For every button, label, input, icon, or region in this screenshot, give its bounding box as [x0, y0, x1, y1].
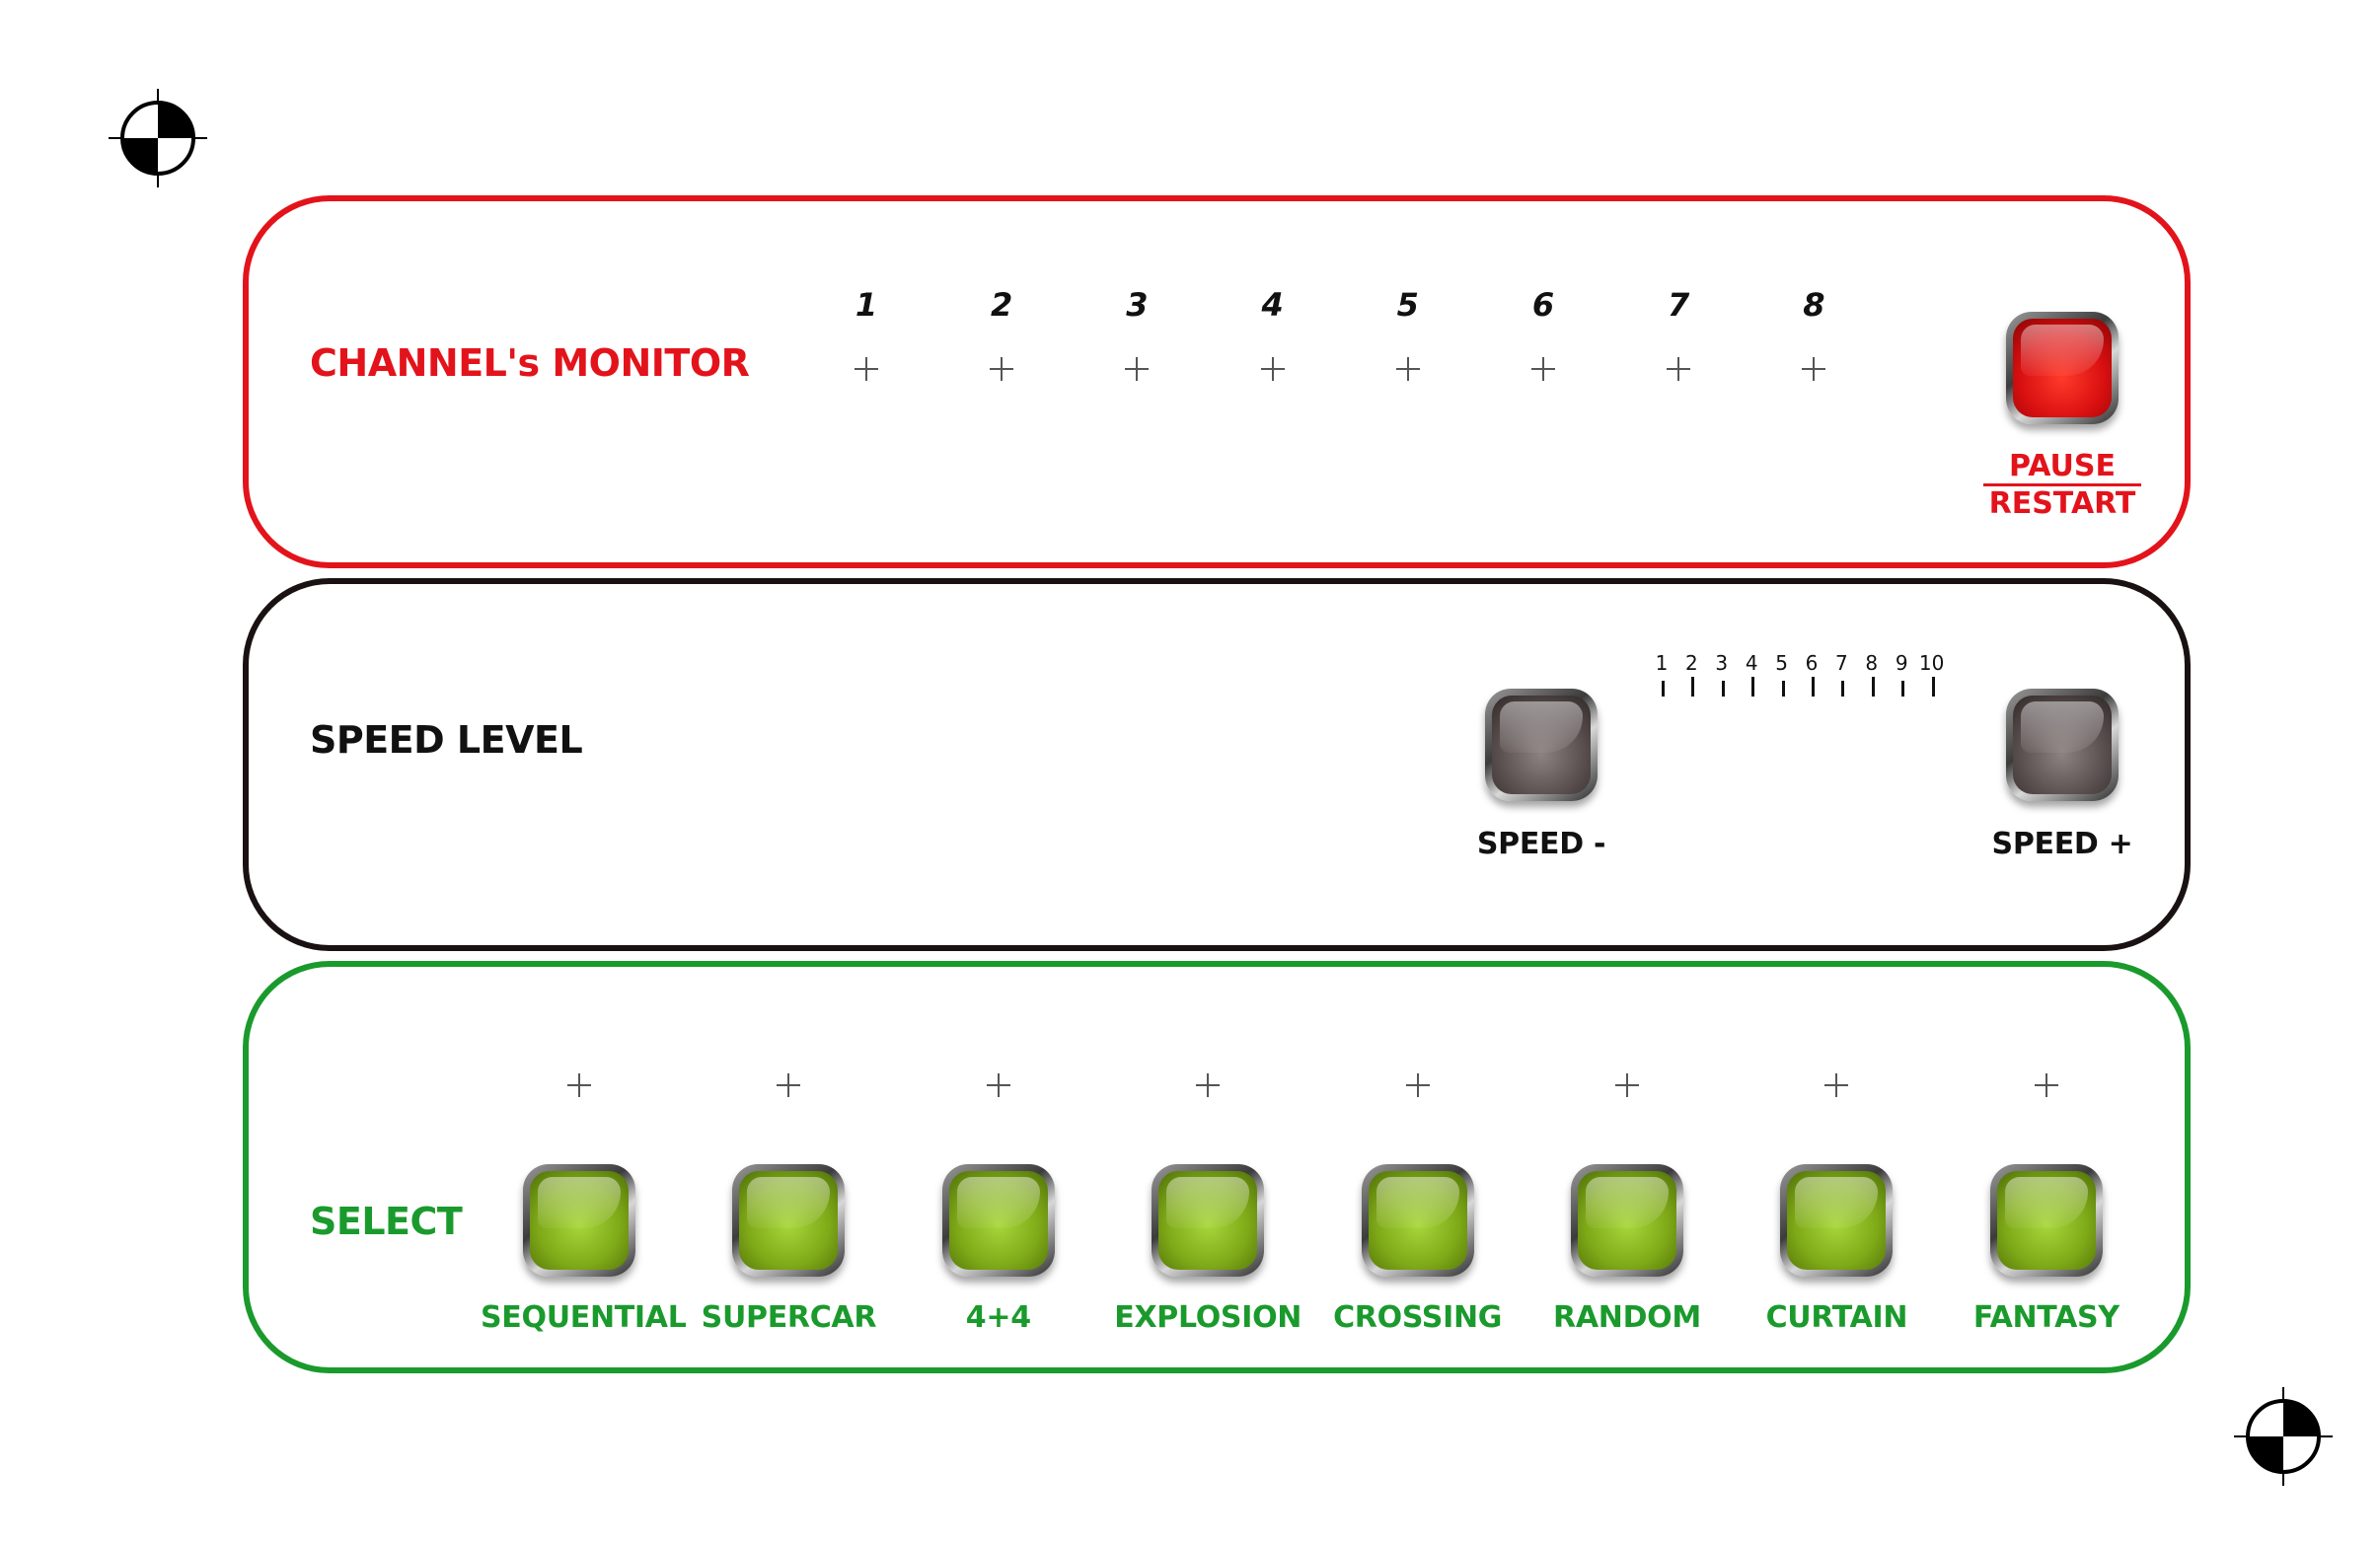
mode-button-supercar[interactable] [732, 1164, 846, 1277]
speed-level-panel [243, 578, 2191, 951]
channel-led-indicator-icon [1260, 357, 1285, 381]
speed-level-title: SPEED LEVEL [310, 718, 583, 762]
channel-led-indicator-icon [1802, 357, 1826, 381]
mode-label: SUPERCAR [701, 1300, 877, 1335]
channel-number-4: 4 [1261, 286, 1284, 324]
speed-scale-number: 7 [1835, 651, 1848, 675]
speed-scale-number: 2 [1685, 651, 1698, 675]
channel-number-1: 1 [855, 286, 878, 324]
channel-number-5: 5 [1396, 286, 1419, 324]
channel-led-indicator-icon [1125, 357, 1150, 381]
speed-scale-number: 8 [1865, 651, 1879, 675]
speed-scale-number: 6 [1805, 651, 1819, 675]
channel-led-indicator-icon [855, 357, 878, 381]
speed-scale-number: 10 [1918, 651, 1945, 675]
mode-led-indicator-icon [777, 1073, 801, 1097]
speed-scale-tick [1721, 681, 1725, 697]
speed-scale-number: 9 [1895, 651, 1908, 675]
mode-led-indicator-icon [1196, 1073, 1221, 1097]
channel-led-indicator-icon [1667, 357, 1691, 381]
mode-label: FANTASY [1972, 1300, 2120, 1335]
mode-led-indicator-icon [986, 1073, 1010, 1097]
speed-plus-label: SPEED + [1991, 827, 2133, 861]
mode-label: SEQUENTIAL [481, 1300, 687, 1335]
mode-label: CROSSING [1333, 1300, 1503, 1335]
channel-led-indicator-icon [1395, 357, 1420, 381]
mode-button-crossing[interactable] [1361, 1164, 1474, 1277]
mode-button-fantasy[interactable] [1989, 1164, 2103, 1277]
mode-label: EXPLOSION [1114, 1300, 1302, 1335]
mode-led-indicator-icon [1615, 1073, 1639, 1097]
speed-scale-tick [1662, 681, 1665, 697]
speed-minus-label: SPEED - [1476, 827, 1606, 861]
mode-button-4-4[interactable] [941, 1164, 1055, 1277]
speed-scale-number: 3 [1715, 651, 1729, 675]
registration-mark-bottom-right-icon [2234, 1387, 2333, 1486]
channel-monitor-title: CHANNEL's MONITOR [310, 341, 750, 385]
restart-label: RESTART [1988, 486, 2136, 521]
channel-number-8: 8 [1803, 286, 1825, 324]
select-title: SELECT [310, 1200, 463, 1243]
speed-scale-tick [1871, 677, 1875, 697]
channel-monitor-panel [243, 195, 2191, 568]
mode-button-sequential[interactable] [523, 1164, 635, 1277]
channel-number-2: 2 [991, 286, 1013, 324]
speed-scale-number: 1 [1655, 651, 1669, 675]
pause-label: PAUSE [1983, 450, 2141, 486]
pause-restart-label: PAUSE RESTART [1983, 450, 2141, 522]
speed-scale-number: 5 [1775, 651, 1788, 675]
channel-led-indicator-icon [1531, 357, 1555, 381]
speed-scale-tick [1691, 677, 1695, 697]
mode-led-indicator-icon [1405, 1073, 1430, 1097]
mode-button-explosion[interactable] [1152, 1164, 1265, 1277]
mode-led-indicator-icon [2034, 1073, 2058, 1097]
channel-led-indicator-icon [990, 357, 1014, 381]
speed-plus-button[interactable] [2006, 689, 2119, 801]
mode-button-random[interactable] [1571, 1164, 1683, 1277]
mode-label: CURTAIN [1765, 1300, 1908, 1335]
mode-label: RANDOM [1553, 1300, 1701, 1335]
select-panel [243, 961, 2191, 1373]
mode-label: 4+4 [965, 1300, 1031, 1335]
speed-scale-tick [1812, 677, 1815, 697]
speed-scale-number: 4 [1745, 651, 1758, 675]
speed-scale-tick [1901, 681, 1905, 697]
speed-scale-tick [1931, 677, 1935, 697]
speed-scale-tick [1751, 677, 1755, 697]
speed-minus-button[interactable] [1485, 689, 1598, 801]
speed-scale-tick [1781, 681, 1785, 697]
mode-led-indicator-icon [567, 1073, 591, 1097]
mode-button-curtain[interactable] [1780, 1164, 1894, 1277]
registration-mark-top-left-icon [109, 89, 207, 187]
speed-scale-tick [1841, 681, 1845, 697]
mode-led-indicator-icon [1824, 1073, 1849, 1097]
channel-number-7: 7 [1668, 286, 1690, 324]
pause-restart-button[interactable] [2006, 312, 2119, 424]
channel-number-6: 6 [1531, 286, 1555, 324]
channel-number-3: 3 [1126, 286, 1149, 324]
